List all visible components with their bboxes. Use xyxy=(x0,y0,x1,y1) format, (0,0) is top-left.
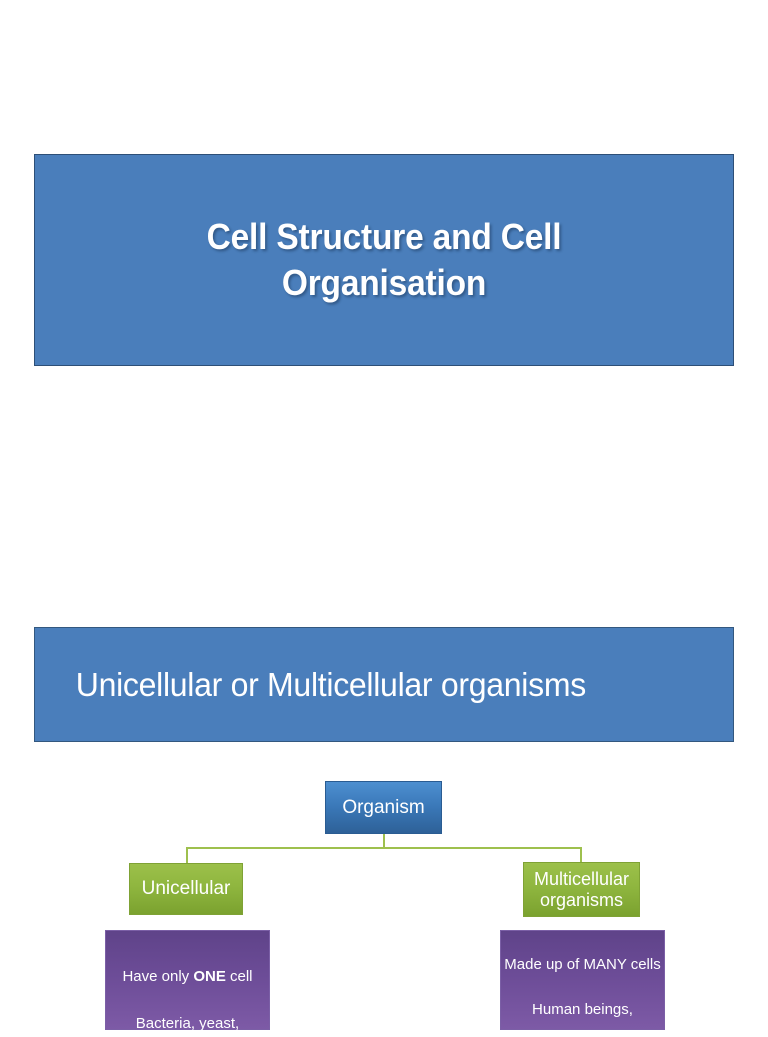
unicellular-detail-line-2: Bacteria, yeast, xyxy=(135,1014,240,1032)
unicellular-detail-line-1-post: cell xyxy=(225,968,253,985)
unicellular-detail-line-1-emphasis: ONE xyxy=(193,968,226,985)
node-multicellular: Multicellular organisms xyxy=(523,862,640,917)
unicellular-detail-line-1: Have only ONE cell xyxy=(106,965,269,990)
multicellular-detail-line-2: Human beings, xyxy=(532,1000,633,1018)
section-heading-banner: Unicellular or Multicellular organisms xyxy=(34,627,734,742)
title-banner: Cell Structure and Cell Organisation xyxy=(34,154,734,366)
multicellular-detail-line-1: Made up of MANY cells xyxy=(504,956,661,973)
node-unicellular: Unicellular xyxy=(129,863,243,915)
node-multicellular-details: Made up of MANY cells Human beings, xyxy=(500,930,665,1030)
connector-to-multicellular xyxy=(580,847,582,863)
unicellular-detail-line-1-pre: Have only xyxy=(122,968,194,985)
connector-horizontal-bar xyxy=(186,847,582,849)
node-unicellular-details: Have only ONE cell Bacteria, yeast, xyxy=(105,930,270,1032)
connector-to-unicellular xyxy=(186,847,188,864)
organism-hierarchy-diagram: Organism Unicellular Multicellular organ… xyxy=(0,760,768,1032)
node-organism: Organism xyxy=(325,781,442,834)
connector-root-stem xyxy=(383,834,385,848)
presentation-title: Cell Structure and Cell Organisation xyxy=(206,215,562,303)
section-heading-text: Unicellular or Multicellular organisms xyxy=(75,665,586,703)
